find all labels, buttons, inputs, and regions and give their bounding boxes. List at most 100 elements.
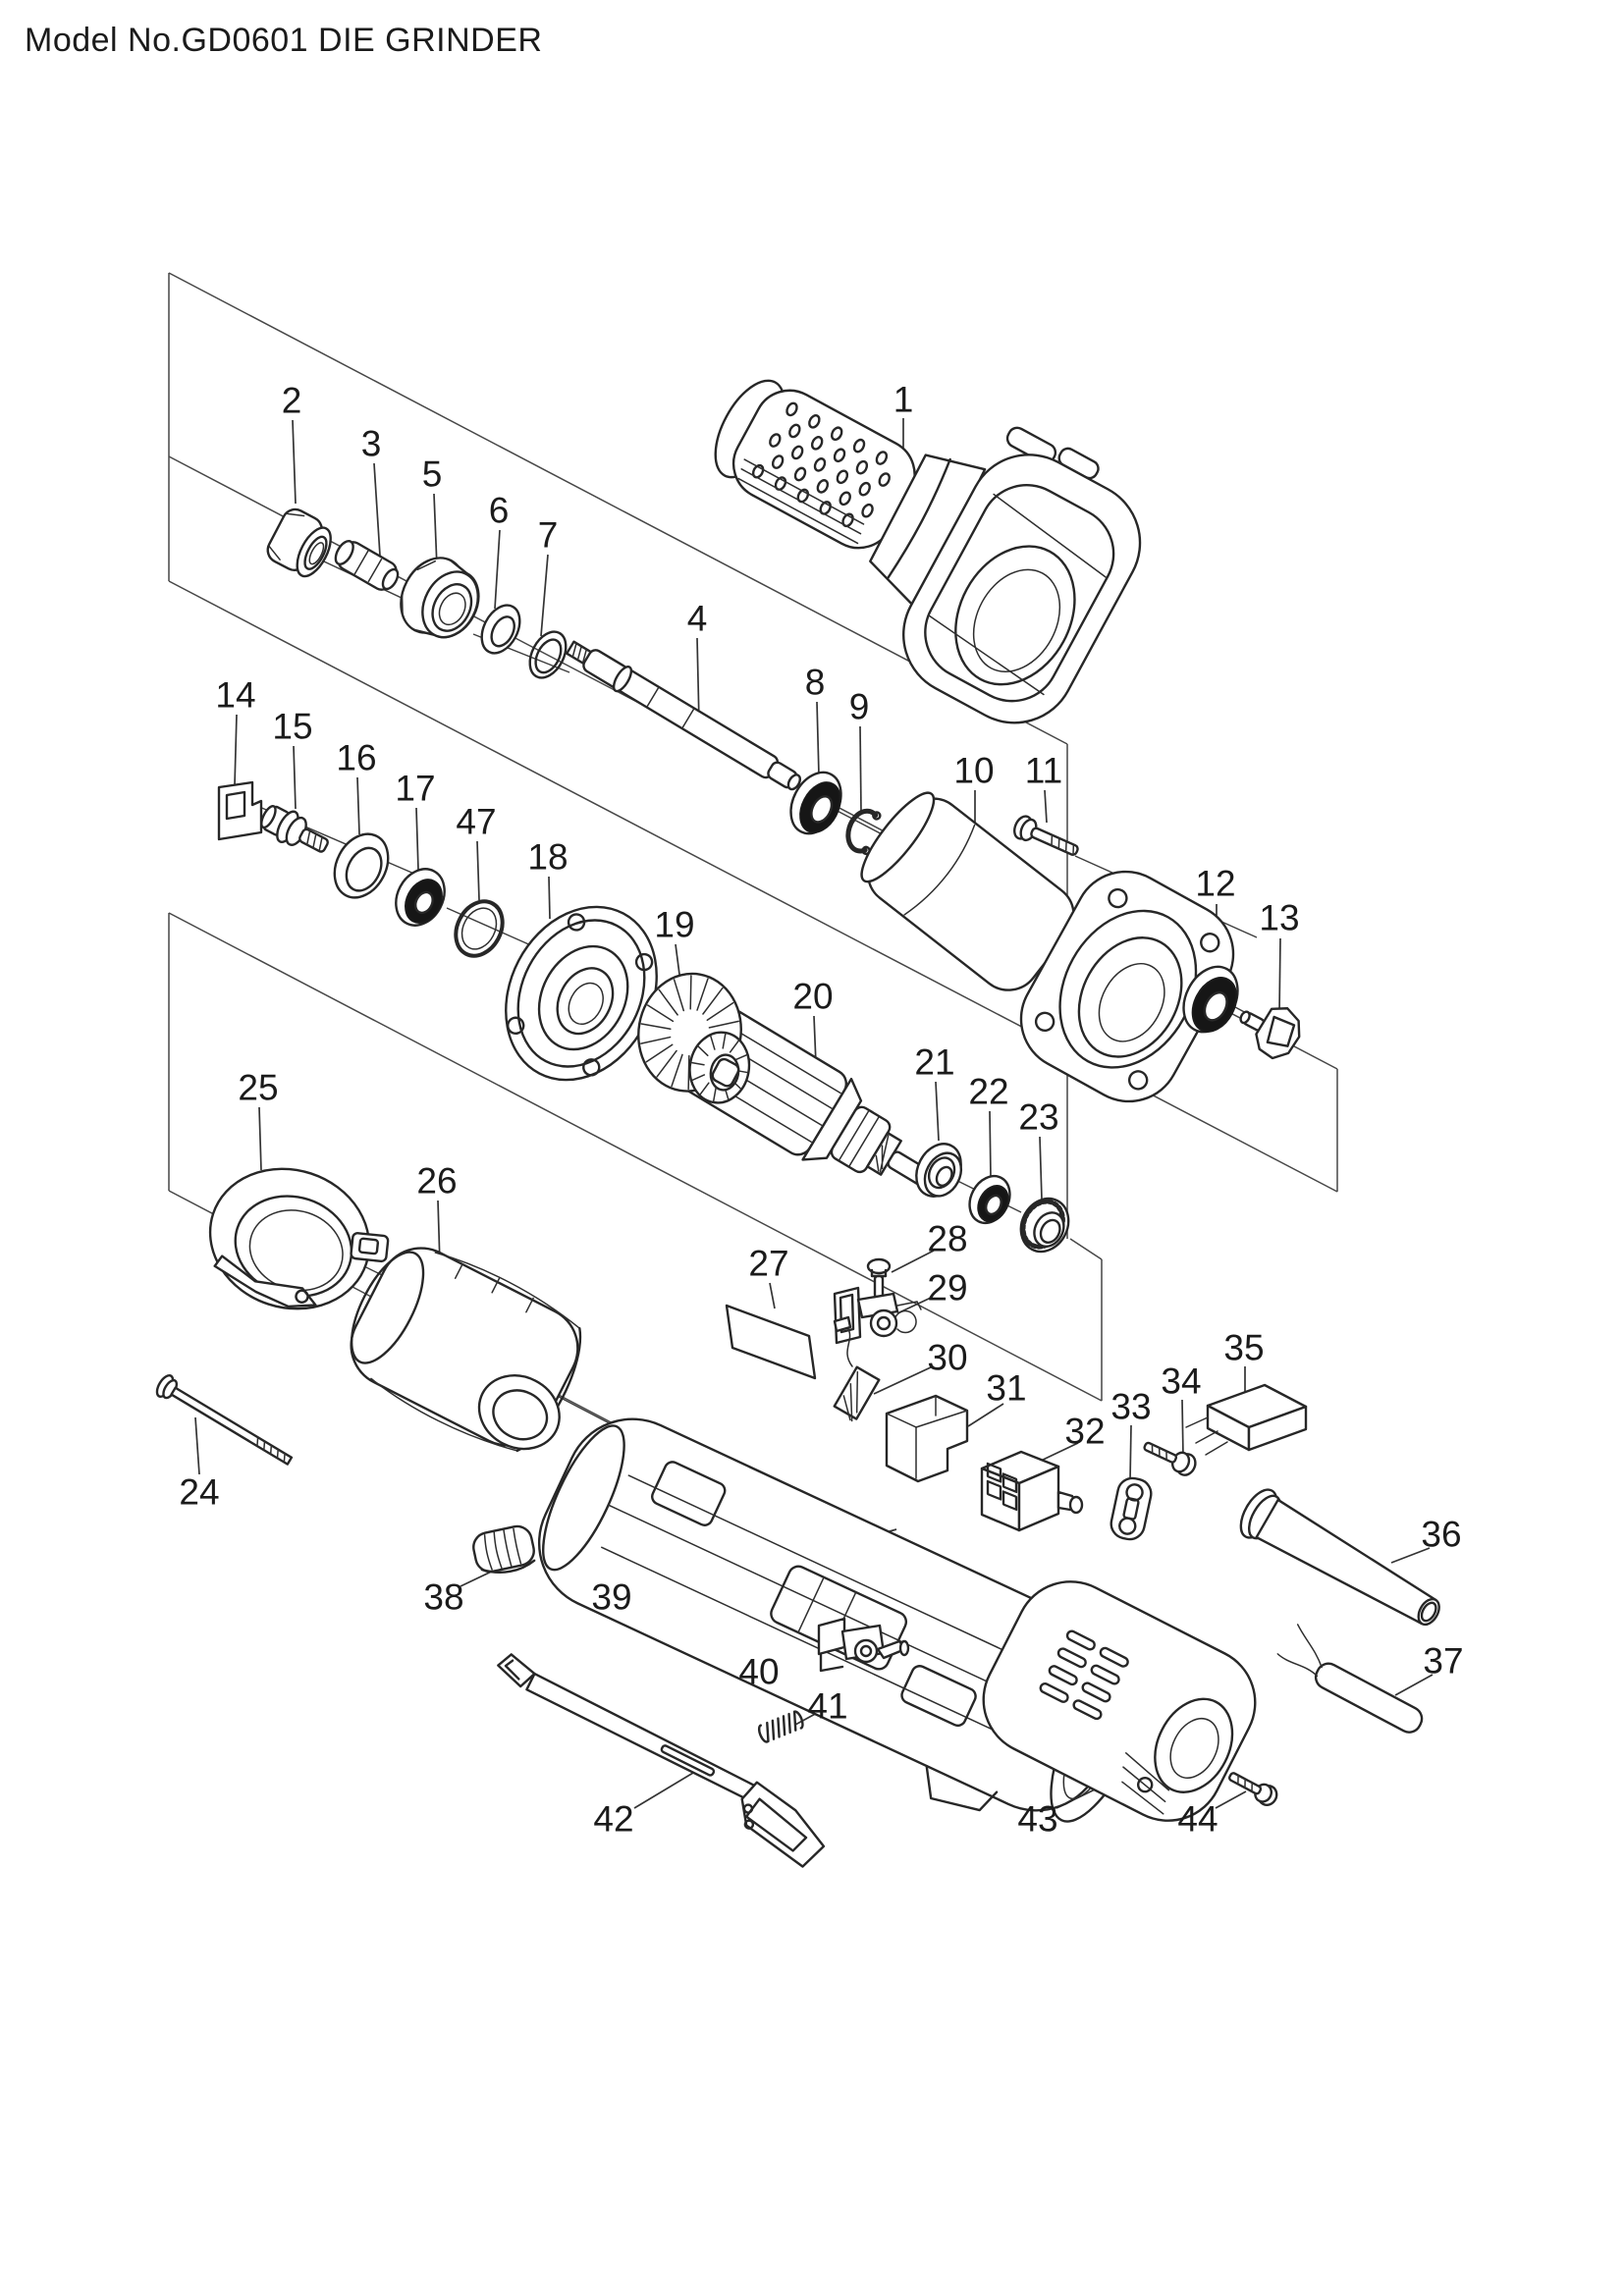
leader-line-18	[548, 876, 551, 920]
leader-line-21	[935, 1081, 940, 1142]
leader-line-8	[816, 701, 820, 776]
part-37-art	[1276, 1624, 1424, 1734]
part-label-30: 30	[927, 1338, 967, 1378]
leader-line-20	[813, 1015, 817, 1065]
plane-line	[168, 912, 1103, 1402]
leader-line-33	[1129, 1424, 1132, 1481]
part-35-art	[1185, 1383, 1308, 1456]
part-label-8: 8	[805, 663, 826, 703]
part-26-art	[350, 1247, 582, 1453]
leader-line-37	[1394, 1674, 1434, 1696]
part-label-10: 10	[953, 751, 994, 791]
part-label-17: 17	[395, 769, 435, 809]
leader-line-22	[989, 1110, 992, 1179]
leader-line-34	[1181, 1399, 1184, 1458]
part-label-20: 20	[792, 977, 833, 1017]
part-label-18: 18	[527, 837, 568, 878]
leader-line-47	[476, 840, 480, 901]
part-label-47: 47	[456, 802, 496, 842]
leader-line-36	[1390, 1547, 1431, 1564]
part-label-22: 22	[968, 1072, 1008, 1112]
leader-line-17	[415, 807, 419, 871]
part-38-art	[472, 1524, 536, 1574]
leader-line-24	[194, 1416, 200, 1475]
leader-line-25	[258, 1106, 262, 1171]
leader-line-23	[1039, 1136, 1043, 1201]
part-label-2: 2	[282, 381, 302, 421]
part-label-5: 5	[422, 454, 443, 495]
part-label-24: 24	[179, 1472, 219, 1513]
part-33-art	[1110, 1476, 1153, 1541]
part-label-13: 13	[1259, 898, 1299, 938]
part-label-43: 43	[1017, 1799, 1057, 1840]
part-22-art	[968, 1174, 1011, 1225]
part-42-art	[497, 1653, 826, 1868]
leader-line-4	[696, 637, 700, 724]
part-24-art	[155, 1374, 294, 1466]
part-label-27: 27	[748, 1244, 788, 1284]
part-11-art	[1013, 815, 1079, 856]
part-5-art	[400, 557, 480, 639]
part-4-art	[566, 640, 802, 791]
leader-line-5	[433, 493, 438, 568]
part-label-38: 38	[423, 1577, 463, 1618]
leader-line-44	[1215, 1790, 1247, 1809]
part-29-art	[833, 1286, 922, 1345]
part-label-35: 35	[1223, 1328, 1264, 1368]
part-25-art	[208, 1167, 390, 1310]
leader-line-28	[891, 1250, 935, 1273]
leader-line-7	[540, 554, 549, 637]
part-label-33: 33	[1110, 1387, 1151, 1427]
part-label-15: 15	[272, 707, 312, 747]
part-31-art	[885, 1394, 969, 1483]
part-21-art	[915, 1143, 963, 1198]
part-13-art	[1239, 1007, 1301, 1060]
leader-line-13	[1278, 937, 1281, 1014]
part-16-art	[333, 832, 390, 899]
leader-line-16	[356, 776, 360, 835]
part-label-11: 11	[1025, 751, 1062, 791]
part-7-art	[528, 630, 568, 679]
part-27-art	[725, 1304, 817, 1380]
part-label-7: 7	[538, 515, 559, 556]
part-label-42: 42	[593, 1799, 633, 1840]
part-label-44: 44	[1177, 1799, 1218, 1840]
part-label-19: 19	[654, 905, 694, 945]
part-label-16: 16	[336, 738, 376, 778]
part-label-23: 23	[1018, 1097, 1058, 1138]
leader-line-9	[859, 725, 862, 813]
part-44-art	[1228, 1772, 1278, 1806]
leader-line-32	[1038, 1442, 1079, 1463]
part-3-art	[334, 540, 400, 591]
part-label-25: 25	[238, 1068, 278, 1108]
part-label-40: 40	[738, 1652, 779, 1692]
part-17-art	[395, 868, 446, 927]
leader-line-3	[373, 462, 381, 557]
part-10-art	[860, 791, 1235, 1103]
part-36-art	[1239, 1488, 1440, 1627]
part-43-art	[982, 1580, 1257, 1822]
part-label-41: 41	[807, 1686, 847, 1727]
part-8-art	[789, 771, 842, 835]
part-1-art	[714, 379, 1142, 724]
part-label-37: 37	[1423, 1641, 1463, 1682]
page-title: Model No.GD0601 DIE GRINDER	[25, 22, 543, 59]
leader-line-6	[494, 529, 501, 610]
leader-line-2	[292, 419, 297, 505]
leader-line-14	[234, 714, 238, 786]
leader-line-30	[873, 1365, 934, 1395]
part-label-29: 29	[927, 1268, 967, 1308]
part-label-32: 32	[1064, 1412, 1105, 1452]
part-19-art	[637, 972, 751, 1104]
part-6-art	[480, 604, 521, 655]
part-label-3: 3	[361, 424, 382, 464]
leader-line-15	[293, 745, 297, 810]
plane-line	[1069, 1238, 1103, 1260]
part-label-9: 9	[849, 687, 870, 727]
part-40-art	[817, 1617, 910, 1673]
part-label-31: 31	[986, 1368, 1026, 1409]
leader-line-11	[1044, 789, 1048, 824]
